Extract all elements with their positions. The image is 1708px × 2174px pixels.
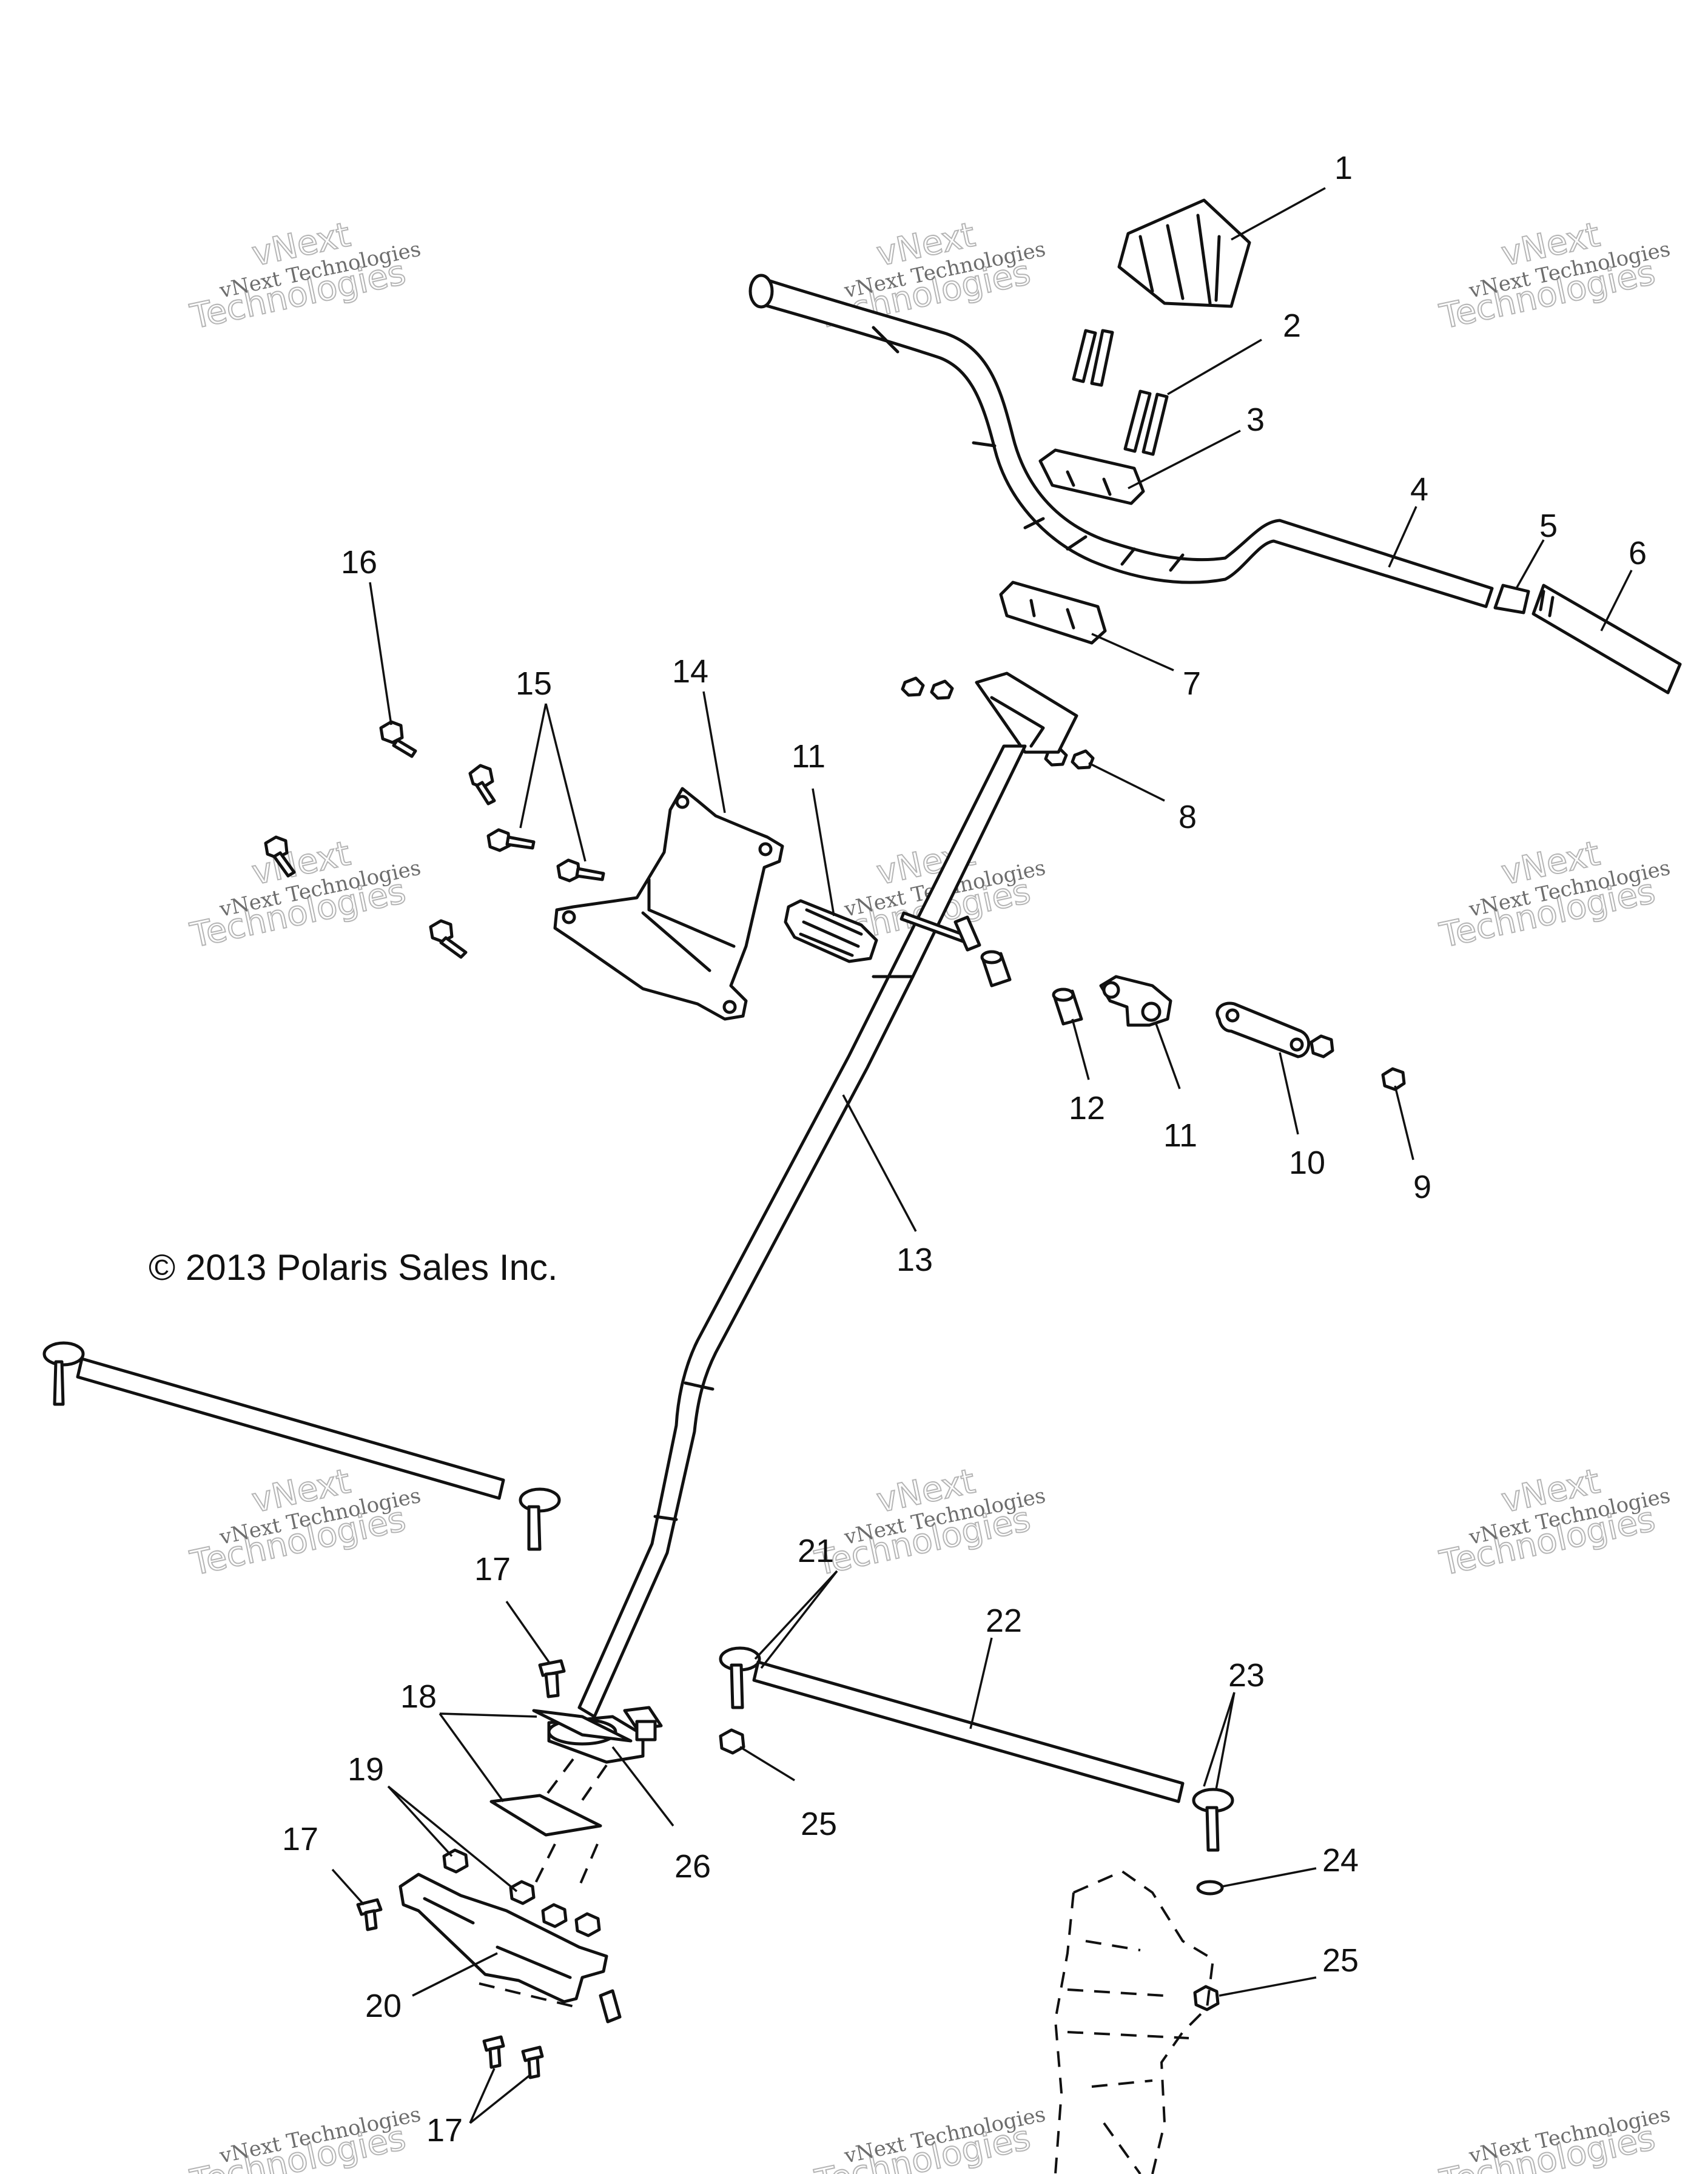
callout-13: 13 — [896, 1242, 933, 1278]
part-19-nuts — [442, 1848, 601, 1937]
watermark-top-left: Technologies vNext Technologies vNext — [186, 214, 423, 337]
callout-6: 6 — [1629, 535, 1647, 571]
callout-9: 9 — [1413, 1169, 1431, 1205]
callout-3: 3 — [1246, 402, 1265, 438]
callout-19: 19 — [348, 1751, 384, 1788]
callout-24: 24 — [1322, 1842, 1359, 1879]
part-2-bolts — [1072, 329, 1169, 456]
callout-20: 20 — [365, 1988, 402, 2024]
callout-22: 22 — [986, 1603, 1022, 1639]
callout-14: 14 — [672, 653, 708, 690]
callout-12: 12 — [1069, 1090, 1105, 1126]
part-10-link-arm — [1215, 1001, 1311, 1058]
part-8-nuts — [901, 676, 1095, 770]
part-18-washers — [489, 1709, 633, 1887]
part-14-bracket — [553, 787, 784, 1021]
part-12-spacer-upper — [980, 950, 1012, 988]
part-17-bolt-upper — [538, 1659, 566, 1698]
part-25-nut-right — [1193, 1985, 1220, 2011]
watermark-top-right: Technologies vNext Technologies vNext — [1436, 214, 1672, 337]
watermark-bottom-right: Technologies vNext Technologies — [1436, 2102, 1672, 2174]
callout-5: 5 — [1539, 508, 1558, 544]
callout-4: 4 — [1410, 471, 1428, 508]
part-6-grip — [1531, 584, 1682, 695]
part-20-lower-bracket — [398, 1873, 608, 2004]
copyright-notice: © 2013 Polaris Sales Inc. — [149, 1247, 558, 1288]
callout-18: 18 — [400, 1678, 437, 1715]
part-16-bolt — [379, 720, 417, 758]
callout-17-upper: 17 — [474, 1551, 511, 1587]
callout-8: 8 — [1178, 799, 1197, 835]
watermark-bottom-left: Technologies vNext Technologies — [186, 2102, 423, 2174]
watermark-bottom-center: Technologies vNext Technologies — [811, 2102, 1047, 2174]
watermark-lower-right: Technologies vNext Technologies vNext — [1436, 1461, 1672, 1584]
part-5-bar-end-plug — [1493, 584, 1530, 614]
part-13-steering-post — [577, 671, 1078, 1718]
part-3-upper-clamp — [1038, 448, 1145, 505]
part-1-handlebar-pad — [1117, 198, 1251, 308]
part-12-spacer-lower — [1052, 988, 1083, 1026]
watermark-middle-right: Technologies vNext Technologies vNext — [1436, 833, 1672, 956]
part-17-bolts-lower — [356, 1898, 622, 2079]
callout-26: 26 — [674, 1848, 711, 1885]
part-7-lower-clamp — [999, 581, 1107, 645]
callout-25-right: 25 — [1322, 1942, 1359, 1979]
spindle-dashed — [1054, 1869, 1215, 2174]
callout-17-lower: 17 — [426, 2112, 463, 2149]
part-22-tie-rod-right — [719, 1646, 1234, 1852]
callout-23: 23 — [1228, 1657, 1265, 1694]
watermark-lower-center: Technologies vNext Technologies vNext — [811, 1461, 1047, 1584]
part-pins — [899, 911, 981, 952]
callout-7: 7 — [1183, 665, 1201, 702]
part-9-nuts — [1310, 1034, 1406, 1091]
callout-15: 15 — [516, 665, 552, 702]
callout-numbers: 1 2 3 4 5 6 7 8 9 10 11 11 12 13 14 15 1… — [282, 150, 1647, 2149]
callout-1: 1 — [1334, 150, 1353, 186]
watermark-middle-left: Technologies vNext Technologies vNext — [186, 833, 423, 956]
part-15-bolts — [264, 764, 605, 959]
part-4-handlebar — [748, 274, 1494, 608]
tie-rod-left — [42, 1341, 561, 1551]
part-24-washer — [1196, 1880, 1224, 1896]
part-11-bushing-lower — [1099, 975, 1172, 1027]
callout-21: 21 — [798, 1533, 834, 1569]
part-25-nut-left — [719, 1728, 745, 1755]
callout-10: 10 — [1289, 1145, 1325, 1181]
callout-17-middle: 17 — [282, 1821, 318, 1857]
callout-11-lower: 11 — [1163, 1117, 1197, 1154]
callout-11-upper: 11 — [792, 738, 825, 775]
leader-lines — [331, 187, 1633, 2124]
callout-16: 16 — [341, 544, 377, 581]
callout-2: 2 — [1283, 308, 1301, 344]
callout-25-left: 25 — [801, 1806, 837, 1842]
part-11-bushing-upper — [784, 899, 878, 963]
